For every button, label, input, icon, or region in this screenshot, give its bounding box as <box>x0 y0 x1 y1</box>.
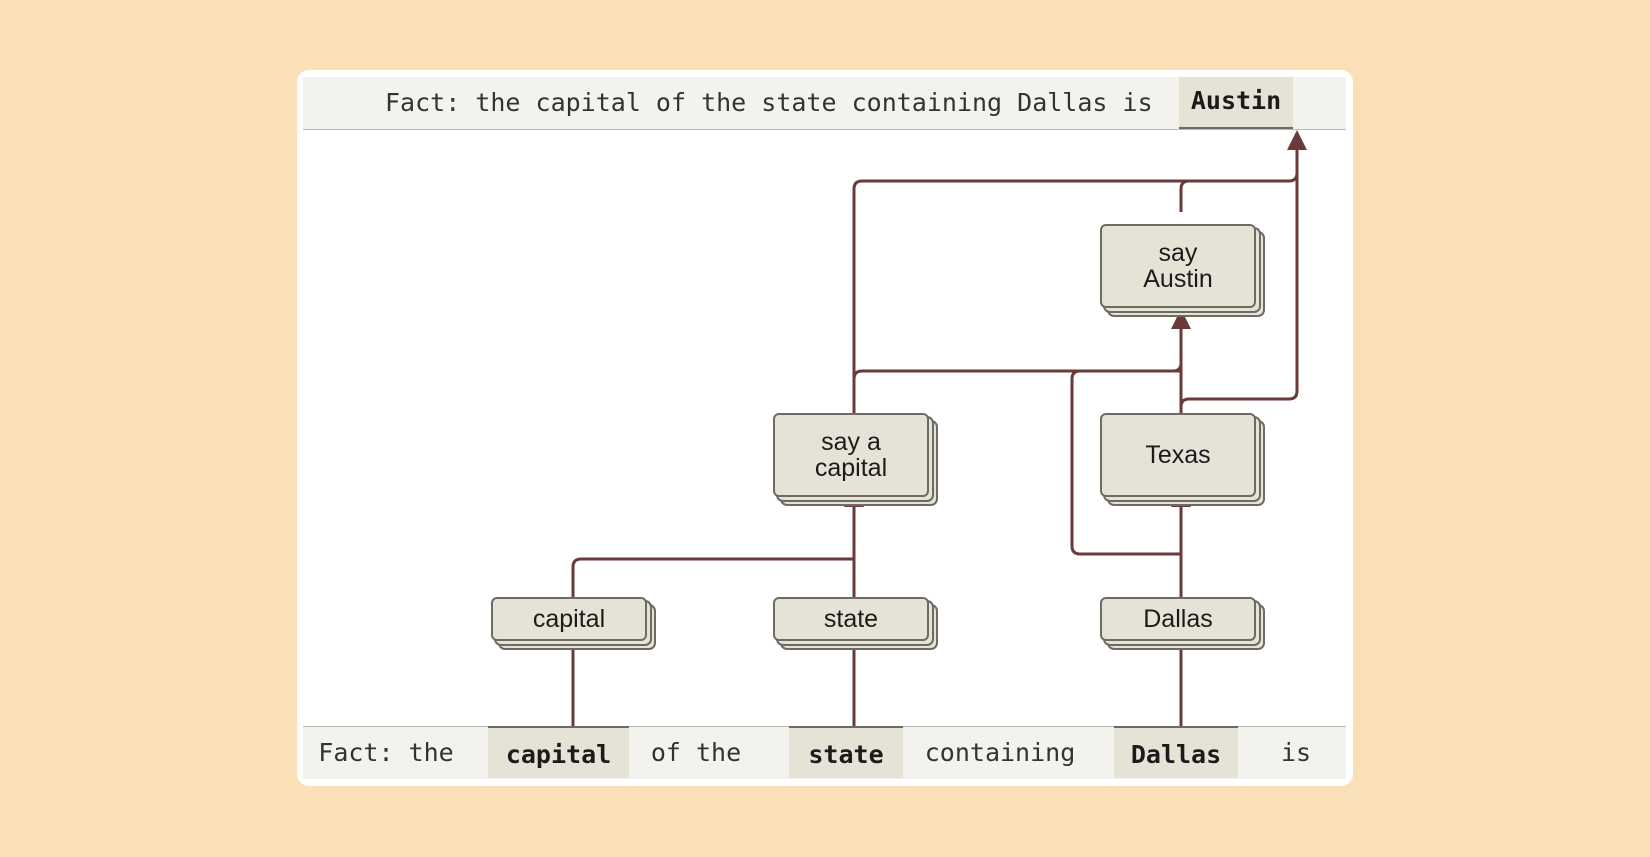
input-token-dallas[interactable]: Dallas <box>1114 726 1238 778</box>
edge-say-capital-to-output <box>852 172 1299 413</box>
input-token-2: of the <box>650 738 742 767</box>
edge-capital-to-say-capital <box>571 557 854 597</box>
input-token-4: containing <box>924 738 1076 767</box>
node-say-austin[interactable]: say Austin <box>1100 224 1256 308</box>
arrowhead-output <box>1287 130 1307 150</box>
input-token-state[interactable]: state <box>789 726 903 778</box>
input-prompt-bar: Fact: the capital of the state containin… <box>303 726 1346 779</box>
output-prompt-bar: Fact: the capital of the state containin… <box>303 77 1346 130</box>
edge-say-capital-to-say-austin <box>852 362 1183 413</box>
arrowhead-texas <box>1171 487 1191 507</box>
output-answer-token: Austin <box>1179 77 1293 129</box>
edge-texas-to-output <box>1179 140 1299 413</box>
node-dallas[interactable]: Dallas <box>1100 597 1256 641</box>
node-capital[interactable]: capital <box>491 597 647 641</box>
output-prompt-text: Fact: the capital of the state containin… <box>385 88 1153 117</box>
node-say-a-capital[interactable]: say a capital <box>773 413 929 497</box>
edge-say-austin-to-output <box>1179 179 1190 212</box>
input-token-capital[interactable]: capital <box>488 726 629 778</box>
arrowhead-say-capital <box>844 487 864 507</box>
arrowhead-say-austin <box>1171 309 1191 329</box>
input-token-0: Fact: the <box>318 738 454 767</box>
node-texas[interactable]: Texas <box>1100 413 1256 497</box>
diagram-card: Fact: the capital of the state containin… <box>297 70 1353 786</box>
node-state[interactable]: state <box>773 597 929 641</box>
input-token-6: is <box>1280 738 1312 767</box>
